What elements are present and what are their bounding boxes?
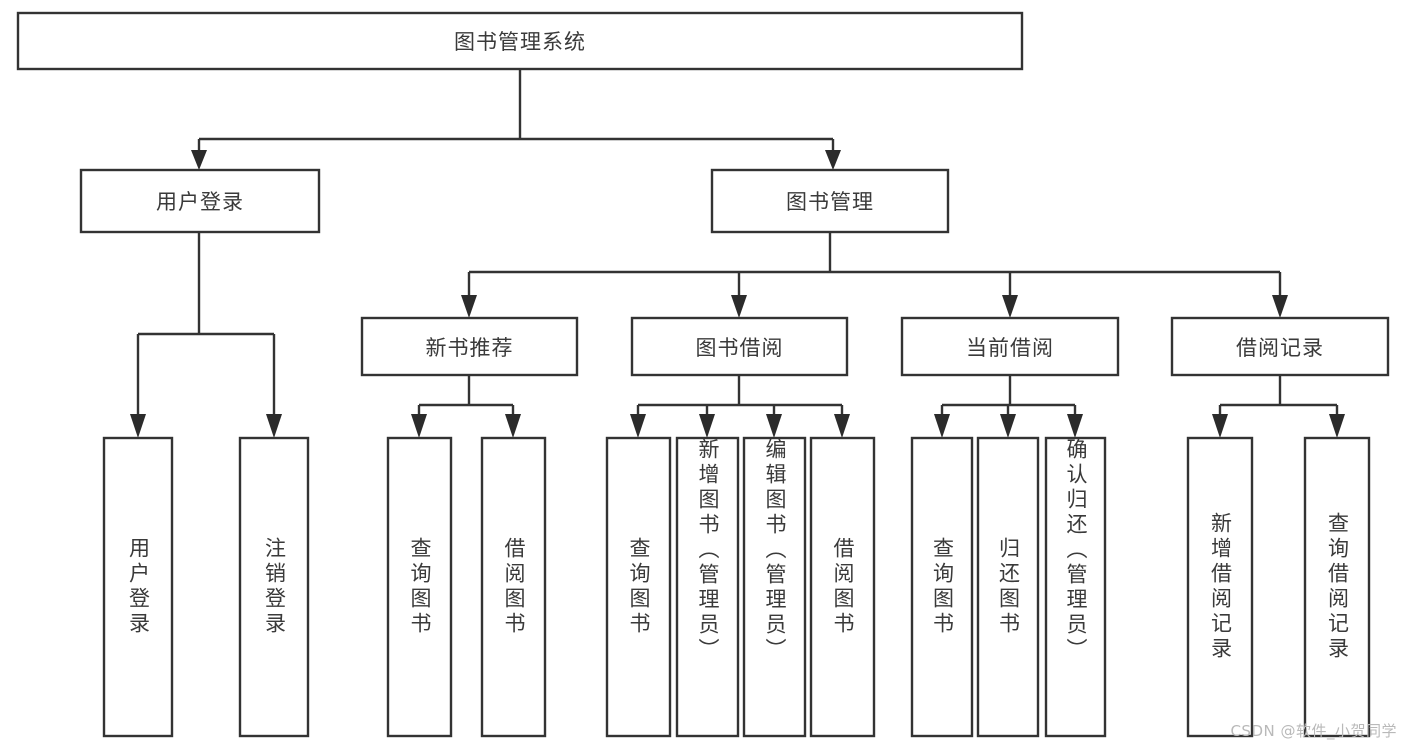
arrow-head-new-book-recommend xyxy=(461,295,477,318)
node-box-query-borrow-record[interactable] xyxy=(1303,436,1371,738)
node-box-borrow-record[interactable] xyxy=(1170,316,1390,377)
arrow-head-book-management xyxy=(825,150,841,170)
node-box-return-book[interactable] xyxy=(976,436,1040,738)
arrow-head-borrow-book-1 xyxy=(505,414,521,438)
node-box-borrow-book-1[interactable] xyxy=(480,436,547,738)
arrow-head-borrow-record xyxy=(1272,295,1288,318)
arrow-head-logout xyxy=(266,414,282,438)
node-box-query-book-1[interactable] xyxy=(386,436,453,738)
arrow-head-login xyxy=(130,414,146,438)
node-box-layer xyxy=(16,11,1390,738)
arrow-head-current-borrow xyxy=(1002,295,1018,318)
arrow-head-query-book-3 xyxy=(934,414,950,438)
node-box-add-borrow-record[interactable] xyxy=(1186,436,1254,738)
node-box-borrow-book-2[interactable] xyxy=(809,436,876,738)
node-box-current-borrow[interactable] xyxy=(900,316,1120,377)
node-box-new-book-recommend[interactable] xyxy=(360,316,579,377)
node-box-logout[interactable] xyxy=(238,436,310,738)
node-box-query-book-3[interactable] xyxy=(910,436,974,738)
node-box-add-book-admin[interactable] xyxy=(675,436,740,738)
arrow-head-book-borrow xyxy=(731,295,747,318)
arrow-head-confirm-return-admin xyxy=(1067,414,1083,438)
arrow-head-edit-book-admin xyxy=(766,414,782,438)
arrow-head-query-borrow-record xyxy=(1329,414,1345,438)
arrow-head-return-book xyxy=(1000,414,1016,438)
node-box-edit-book-admin[interactable] xyxy=(742,436,807,738)
connector-layer xyxy=(130,69,1345,438)
arrow-head-query-book-1 xyxy=(411,414,427,438)
node-box-confirm-return-admin[interactable] xyxy=(1044,436,1107,738)
arrow-head-user-login xyxy=(191,150,207,170)
node-box-root[interactable] xyxy=(16,11,1024,71)
arrow-head-query-book-2 xyxy=(630,414,646,438)
arrow-head-add-book-admin xyxy=(699,414,715,438)
node-box-user-login[interactable] xyxy=(79,168,321,234)
node-box-book-borrow[interactable] xyxy=(630,316,849,377)
node-box-query-book-2[interactable] xyxy=(605,436,672,738)
arrow-head-add-borrow-record xyxy=(1212,414,1228,438)
arrow-head-borrow-book-2 xyxy=(834,414,850,438)
node-box-login[interactable] xyxy=(102,436,174,738)
node-box-book-management[interactable] xyxy=(710,168,950,234)
